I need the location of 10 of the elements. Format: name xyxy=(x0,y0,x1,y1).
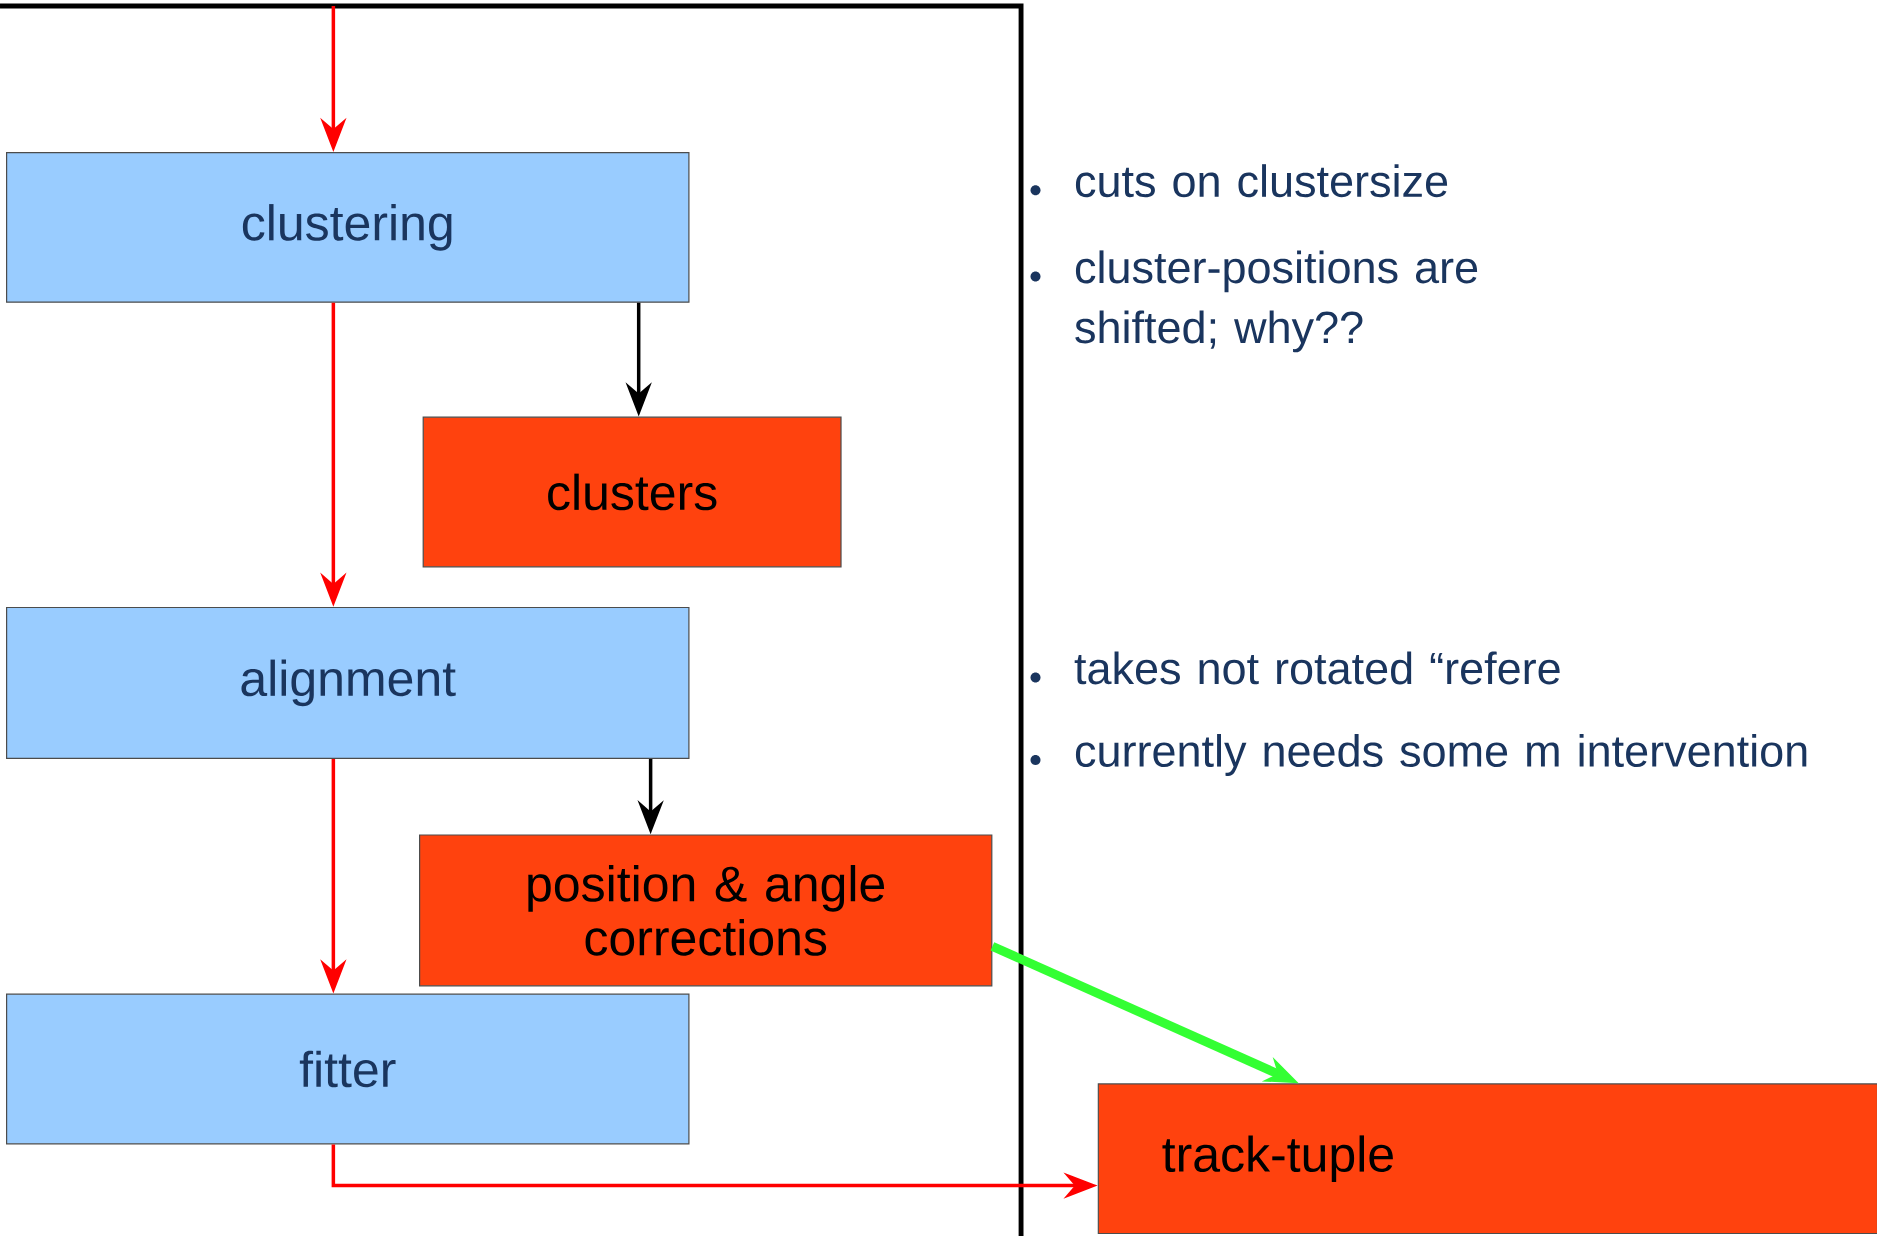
process-box: alignment xyxy=(6,606,690,759)
bullet-text: cluster-positions are shifted; why?? xyxy=(1075,250,1478,353)
bullet-text: currently needs some m intervention xyxy=(1075,734,1807,776)
process-box: fitter xyxy=(6,993,690,1145)
process-box: clustering xyxy=(6,152,690,303)
bullet-text: takes not rotated “refere xyxy=(1074,651,1560,685)
output-box: position & angle corrections xyxy=(419,834,993,987)
output-box: clusters xyxy=(422,416,842,568)
bullet-text: cuts on clustersize xyxy=(1075,164,1448,198)
output-box: track-tuple xyxy=(1097,1083,1877,1235)
